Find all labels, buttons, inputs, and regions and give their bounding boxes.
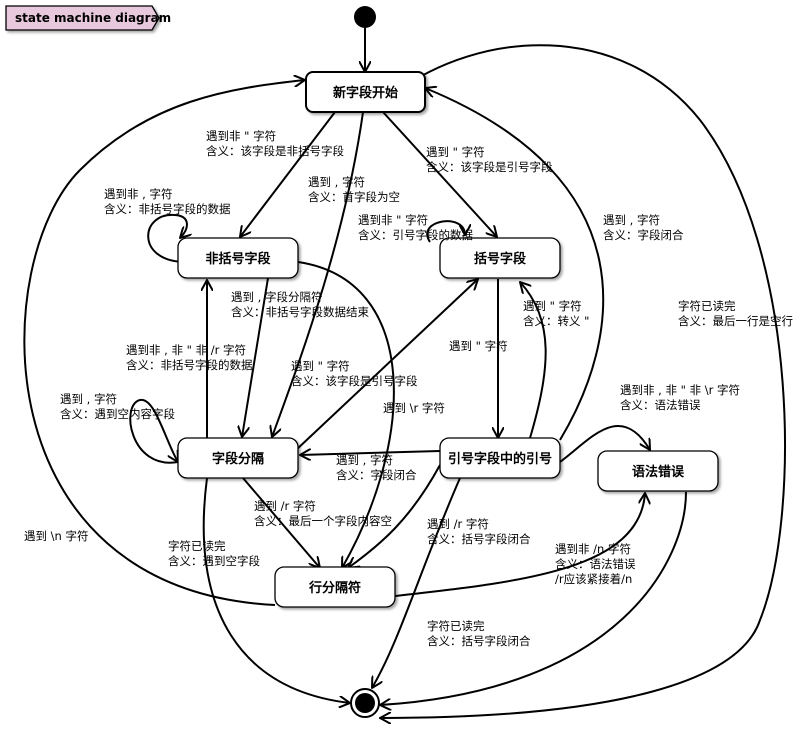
label-l18: 遇到 \n 字符	[24, 529, 88, 543]
edge-quoteinquoted-to-new	[425, 88, 605, 441]
edge-row-to-new	[23, 80, 305, 606]
edge-nonquoted-self	[147, 213, 187, 263]
state-row-separator: 行分隔符	[274, 566, 396, 608]
edge-quoteinquoted-to-quoted	[520, 282, 547, 439]
diagram-frame-tab: state machine diagram	[5, 5, 171, 31]
label-l22: 字符已读完含义：括号字段闭合	[427, 619, 531, 648]
state-label: 行分隔符	[308, 580, 361, 596]
edge-new-to-separator	[272, 111, 364, 437]
state-label: 语法错误	[632, 464, 685, 480]
state-label: 引号字段中的引号	[448, 451, 552, 467]
edge-quoteinquoted-to-separator	[300, 451, 441, 455]
frame-tab-shape	[5, 5, 160, 31]
label-l3: 遇到 , 字符含义：首字段为空	[308, 175, 400, 204]
label-l13: 遇到 , 字符含义：遇到空内容字段	[60, 392, 175, 421]
edge-quoteinquoted-to-final	[372, 477, 461, 688]
edge-quoteinquoted-to-error	[559, 425, 650, 463]
edge-separator-to-row	[242, 477, 320, 568]
label-l11: 遇到非 , 非 " 非 /r 字符含义：非括号字段的数据	[126, 343, 253, 372]
edge-separator-to-final	[202, 477, 350, 703]
label-l16: 遇到非 , 非 " 非 \r 字符含义：语法错误	[620, 383, 740, 412]
label-l8: 遇到 , 字段分隔符含义：非括号字段数据结束	[231, 290, 369, 319]
state-label: 字段分隔	[212, 451, 264, 467]
label-l5: 遇到非 " 字符含义：引号字段的数据	[358, 213, 473, 242]
label-l20: 遇到 /r 字符含义：括号字段闭合	[427, 517, 531, 546]
label-l9: 遇到 " 字符含义：转义 "	[523, 299, 589, 328]
label-l19: 字符已读完含义：遇到空字段	[168, 539, 260, 568]
edge-separator-self	[129, 398, 178, 463]
edge-separator-to-quoted	[294, 279, 478, 452]
frame-title: state machine diagram	[15, 11, 171, 25]
initial-state	[354, 6, 376, 28]
state-syntax-error: 语法错误	[597, 450, 719, 492]
final-state	[350, 688, 380, 718]
label-l1: 遇到非 " 字符含义：该字段是非括号字段	[206, 129, 344, 158]
label-l21: 遇到非 /n 字符含义：语法错误/r应该紧接着/n	[555, 542, 636, 586]
label-l6: 遇到 , 字符含义：字段闭合	[603, 213, 684, 242]
label-l7: 字符已读完含义：最后一行是空行	[678, 299, 793, 328]
label-l17: 遇到 /r 字符含义：最后一个字段内容空	[254, 499, 392, 528]
edge-nonquoted-to-separator	[242, 277, 269, 437]
transitions	[23, 28, 786, 718]
label-l14: 遇到 \r 字符	[383, 401, 445, 415]
edge-new-to-nonquoted	[240, 111, 336, 237]
label-l10: 遇到 " 字符	[449, 339, 508, 353]
edge-quoteinquoted-to-row	[348, 464, 441, 568]
label-l12: 遇到 " 字符含义：该字段是引号字段	[291, 359, 418, 388]
label-l15: 遇到 , 字符含义：字段闭合	[336, 453, 417, 482]
state-label: 括号字段	[474, 251, 526, 267]
state-label: 新字段开始	[333, 85, 398, 101]
edge-new-to-quoted	[382, 111, 497, 237]
edge-new-to-final	[380, 44, 786, 718]
transition-labels: 遇到非 " 字符含义：该字段是非括号字段 遇到 " 字符含义：该字段是引号字段 …	[24, 129, 793, 648]
state-quoted-field: 括号字段	[439, 237, 561, 279]
edge-quoted-self	[426, 220, 465, 243]
label-l2: 遇到 " 字符含义：该字段是引号字段	[426, 145, 553, 174]
state-field-separator: 字段分隔	[177, 437, 299, 479]
state-quote-in-quoted: 引号字段中的引号	[439, 437, 561, 479]
state-new-field: 新字段开始	[305, 71, 426, 113]
edge-error-to-final	[380, 491, 687, 705]
state-label: 非括号字段	[205, 251, 270, 267]
edge-row-to-error	[394, 493, 645, 597]
state-nonquoted-field: 非括号字段	[177, 237, 299, 279]
edge-nonquoted-to-row	[297, 261, 395, 568]
label-l4: 遇到非 , 字符含义：非括号字段的数据	[104, 187, 231, 216]
